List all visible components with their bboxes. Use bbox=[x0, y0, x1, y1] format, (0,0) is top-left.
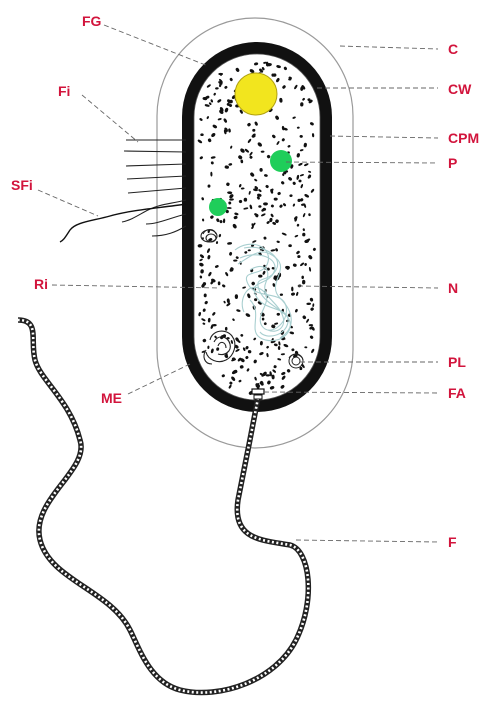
leader-c bbox=[340, 46, 438, 49]
label-plasmid: PL bbox=[448, 354, 466, 370]
leader-f bbox=[296, 540, 438, 542]
label-cytoplasmic-membrane: CPM bbox=[448, 130, 479, 146]
label-flagellar-apparatus: FA bbox=[448, 385, 466, 401]
label-cell-wall: CW bbox=[448, 81, 472, 97]
flagellar-apparatus bbox=[252, 389, 264, 399]
ribosome-dot bbox=[277, 313, 280, 316]
label-sex-fimbriae: SFi bbox=[11, 177, 33, 193]
label-fimbriae: Fi bbox=[58, 83, 70, 99]
ribosome-dot bbox=[278, 346, 280, 350]
food-granule bbox=[235, 73, 277, 115]
ribosome-dot bbox=[235, 294, 238, 299]
label-nucleoid: N bbox=[448, 280, 458, 296]
label-ribosomes: Ri bbox=[34, 276, 48, 292]
leader-fi bbox=[82, 95, 138, 142]
leader-sfi bbox=[38, 190, 98, 216]
ribosome-dot bbox=[263, 202, 268, 205]
pigment-body bbox=[270, 150, 292, 172]
label-pigment: P bbox=[448, 155, 457, 171]
label-mesosome: ME bbox=[101, 390, 122, 406]
label-capsule: C bbox=[448, 41, 458, 57]
label-food-granule: FG bbox=[82, 13, 102, 29]
label-flagellum: F bbox=[448, 534, 457, 550]
ribosome-dot bbox=[200, 133, 203, 136]
pigment-body bbox=[209, 198, 227, 216]
